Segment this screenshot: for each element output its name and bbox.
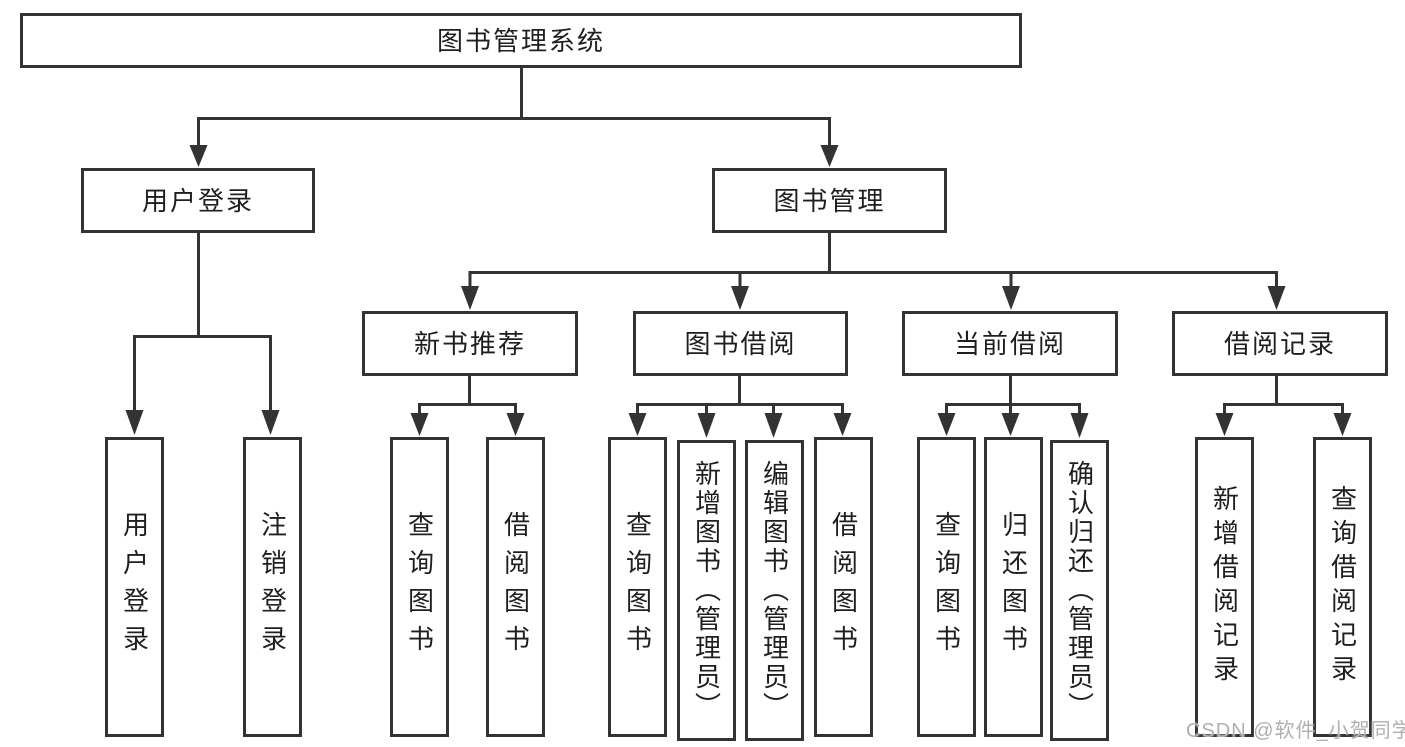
leaf-borrow-book-recommend: 借阅图书 (486, 437, 545, 737)
node-label: 图书借阅 (684, 328, 797, 359)
edge-userlogin-to-children (133, 233, 272, 412)
edge-root-to-level2 (197, 68, 831, 147)
node-label: 新书推荐 (413, 328, 526, 359)
edge-borrow-to-leaves (636, 376, 844, 414)
arrowhead (261, 410, 280, 435)
edge-bookmgmt-to-modules (468, 233, 1278, 287)
node-label: 借阅记录 (1223, 328, 1336, 359)
arrowhead (731, 286, 749, 310)
node-label: 用户登录 (141, 185, 254, 216)
arrowhead (1215, 413, 1234, 436)
arrowhead (125, 410, 144, 435)
arrowhead (820, 145, 839, 167)
node-label: 借阅图书 (828, 511, 859, 663)
arrowhead (189, 145, 208, 167)
arrowhead (1001, 413, 1020, 436)
node-label: 编辑图书（管理员） (759, 460, 790, 721)
node-user-login: 用户登录 (81, 168, 315, 233)
leaf-edit-book-admin: 编辑图书（管理员） (745, 440, 804, 741)
leaf-query-borrow-record: 查询借阅记录 (1313, 437, 1372, 737)
node-label: 查询图书 (622, 511, 653, 663)
arrowhead (937, 413, 956, 436)
leaf-user-login: 用户登录 (105, 437, 164, 737)
arrowhead (1333, 413, 1352, 436)
node-label: 当前借阅 (953, 328, 1066, 359)
node-label: 借阅图书 (500, 511, 531, 663)
arrowhead (833, 413, 852, 436)
edge-records-to-leaves (1223, 376, 1344, 414)
node-label: 查询借阅记录 (1327, 485, 1358, 689)
csdn-watermark: CSDN @软件_小贺同学 (1186, 720, 1405, 742)
node-label: 图书管理系统 (436, 25, 605, 56)
leaf-borrow-book: 借阅图书 (814, 437, 873, 737)
leaf-confirm-return-admin: 确认归还（管理员） (1050, 440, 1109, 741)
arrowhead (764, 413, 783, 438)
node-book-borrow: 图书借阅 (633, 311, 848, 376)
leaf-query-book-current: 查询图书 (917, 437, 976, 737)
leaf-add-book-admin: 新增图书（管理员） (677, 440, 736, 741)
node-label: 新增图书（管理员） (691, 460, 722, 721)
arrowhead (1070, 413, 1089, 438)
node-label: 用户登录 (119, 511, 150, 663)
arrowhead (1002, 286, 1020, 310)
node-label: 归还图书 (998, 511, 1029, 663)
arrowhead (506, 413, 525, 436)
node-label: 新增借阅记录 (1209, 485, 1240, 689)
node-label: 查询图书 (931, 511, 962, 663)
arrowhead (410, 413, 429, 436)
node-label: 查询图书 (404, 511, 435, 663)
node-label: 图书管理 (773, 185, 886, 216)
arrowhead (628, 413, 647, 436)
leaf-add-borrow-record: 新增借阅记录 (1195, 437, 1254, 737)
node-label: 确认归还（管理员） (1064, 460, 1095, 721)
arrowhead (697, 413, 716, 438)
node-book-management: 图书管理 (712, 168, 947, 233)
arrowhead (461, 286, 479, 310)
node-library-management-system: 图书管理系统 (20, 13, 1022, 68)
node-label: 注销登录 (257, 511, 288, 663)
leaf-query-book-recommend: 查询图书 (390, 437, 449, 737)
node-new-book-recommend: 新书推荐 (362, 311, 578, 376)
edge-recommend-to-leaves (418, 376, 517, 414)
edge-current-to-leaves (945, 376, 1081, 414)
node-current-borrow: 当前借阅 (902, 311, 1118, 376)
leaf-return-book: 归还图书 (984, 437, 1043, 737)
node-borrow-records: 借阅记录 (1172, 311, 1388, 376)
arrowhead (1267, 286, 1286, 310)
leaf-query-book-borrow: 查询图书 (608, 437, 667, 737)
leaf-logout: 注销登录 (243, 437, 302, 737)
